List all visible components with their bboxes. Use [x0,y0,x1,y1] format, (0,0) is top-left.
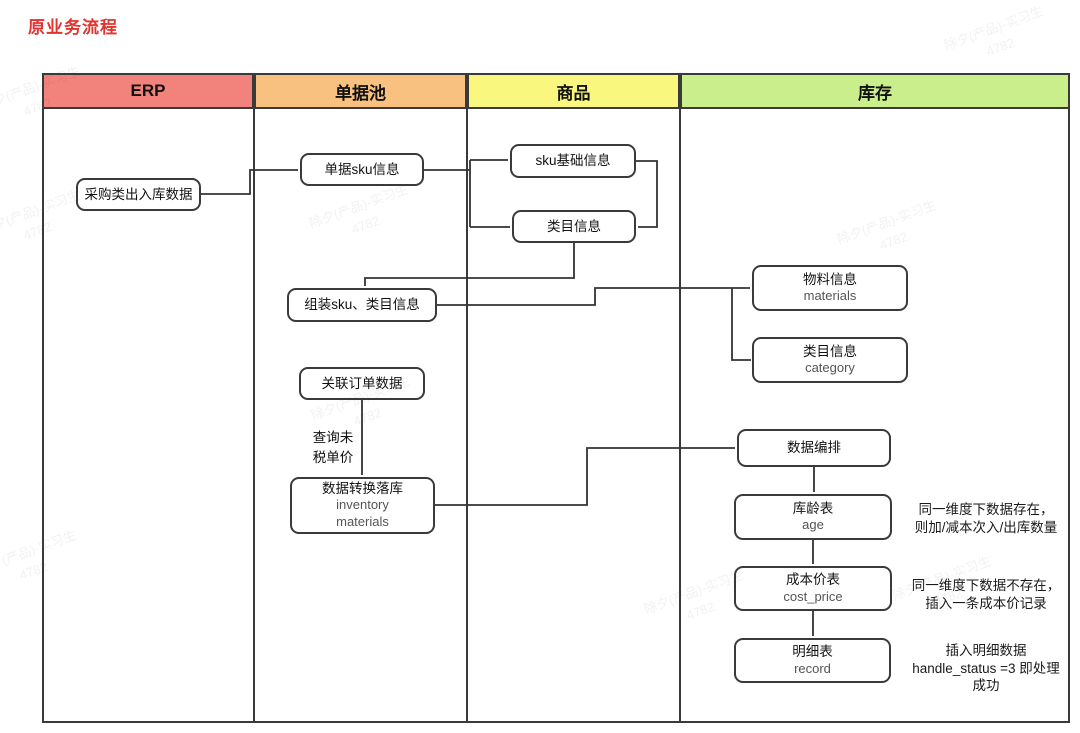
node-data-transform: 数据转换落库 inventory materials [290,477,435,534]
node-category-info: 类目信息 [512,210,636,243]
lane-header-pool: 单据池 [254,73,467,109]
node-label: 采购类出入库数据 [84,186,193,202]
node-sublabel: record [794,660,831,676]
node-sublabel: materials [803,288,857,304]
node-label: 类目信息 [547,218,601,234]
annotation-age-note: 同一维度下数据存在， 则加/减本次入/出库数量 [914,502,1058,535]
node-sublabel: age [802,517,824,533]
node-data-orchestration: 数据编排 [737,429,891,467]
node-related-order-data: 关联订单数据 [299,367,425,400]
node-label: 数据转换落库 [322,480,403,496]
edge-label-query-untaxed-price: 查询未 税单价 [312,430,354,466]
node-category-stock: 类目信息 category [752,337,908,383]
node-sku-base-info: sku基础信息 [510,144,636,178]
node-label: 关联订单数据 [321,375,403,391]
node-label: 物料信息 [803,271,857,287]
lane-header-stock: 库存 [680,73,1070,109]
node-label: 组装sku、类目信息 [304,297,420,313]
node-sublabel: inventory materials [336,497,389,530]
node-materials: 物料信息 materials [752,265,908,311]
node-cost-price-table: 成本价表 cost_price [734,566,892,611]
lane-divider [253,73,255,723]
lane-divider [679,73,681,723]
node-label: 单据sku信息 [324,161,400,177]
node-assemble-sku-category: 组装sku、类目信息 [287,288,437,322]
watermark: 除夕(产品)-实习生 4782 [942,3,1046,59]
node-purchase-io-data: 采购类出入库数据 [76,178,201,211]
annotation-record-note: 插入明细数据 handle_status =3 即处理 成功 [912,643,1060,694]
lane-divider [466,73,468,723]
page-title: 原业务流程 [28,18,118,37]
node-label: 成本价表 [786,572,840,588]
node-label: 数据编排 [787,440,841,456]
node-record-table: 明细表 record [734,638,891,683]
lane-header-erp: ERP [42,73,254,109]
node-doc-sku-info: 单据sku信息 [300,153,424,186]
node-sublabel: cost_price [783,588,843,604]
node-label: 明细表 [792,644,833,660]
lane-header-product: 商品 [467,73,680,109]
node-label: 类目信息 [803,343,857,359]
node-sublabel: category [805,360,855,376]
node-label: sku基础信息 [535,153,611,169]
node-label: 库龄表 [792,500,834,516]
node-age-table: 库龄表 age [734,494,892,540]
annotation-cost-price-note: 同一维度下数据不存在， 插入一条成本价记录 [911,578,1061,611]
